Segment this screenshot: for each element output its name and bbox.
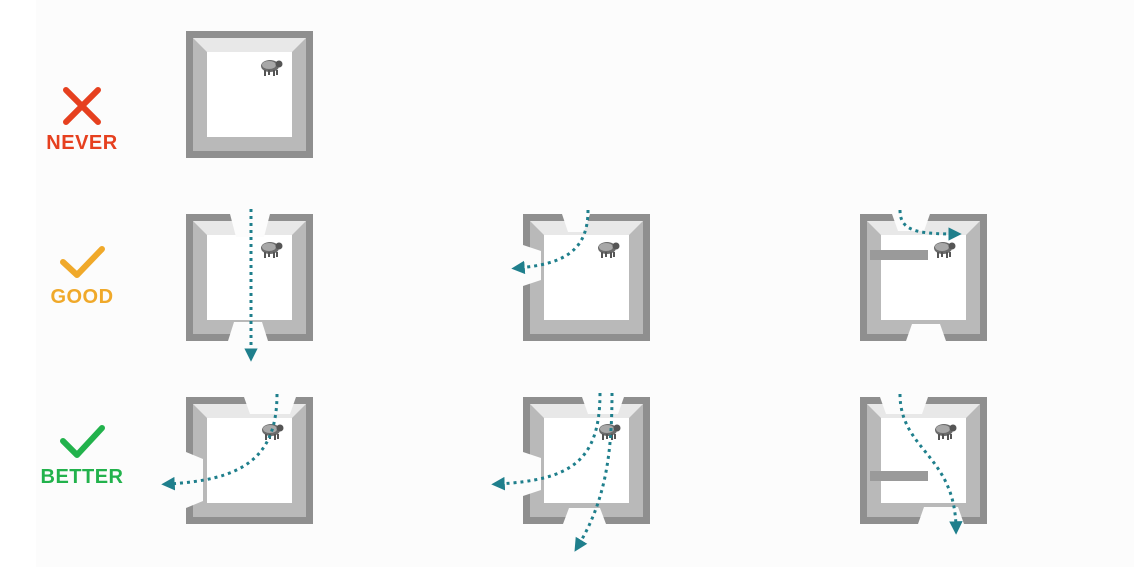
internal-wall bbox=[870, 471, 928, 481]
enclosure-better-3 bbox=[860, 393, 987, 535]
enclosure-better-2 bbox=[491, 392, 650, 552]
path-arrow bbox=[491, 392, 602, 491]
better-label: BETTER bbox=[40, 466, 124, 488]
enclosure-better-1 bbox=[161, 393, 313, 524]
enclosure-never bbox=[186, 31, 313, 158]
enclosure-good-3 bbox=[860, 209, 987, 341]
internal-wall bbox=[870, 250, 928, 260]
never-label-block: NEVER bbox=[32, 84, 132, 155]
enclosure-good-1 bbox=[186, 209, 313, 362]
path-arrow bbox=[161, 393, 279, 491]
good-label-block: GOOD bbox=[32, 244, 132, 309]
good-label: GOOD bbox=[50, 286, 114, 308]
never-label: NEVER bbox=[46, 132, 118, 154]
cross-icon bbox=[63, 87, 101, 125]
check-icon bbox=[60, 246, 105, 278]
check-icon bbox=[60, 425, 105, 458]
path-arrow bbox=[574, 392, 614, 552]
path-arrow bbox=[898, 209, 962, 241]
better-label-block: BETTER bbox=[32, 422, 132, 489]
enclosure-good-2 bbox=[511, 209, 650, 341]
